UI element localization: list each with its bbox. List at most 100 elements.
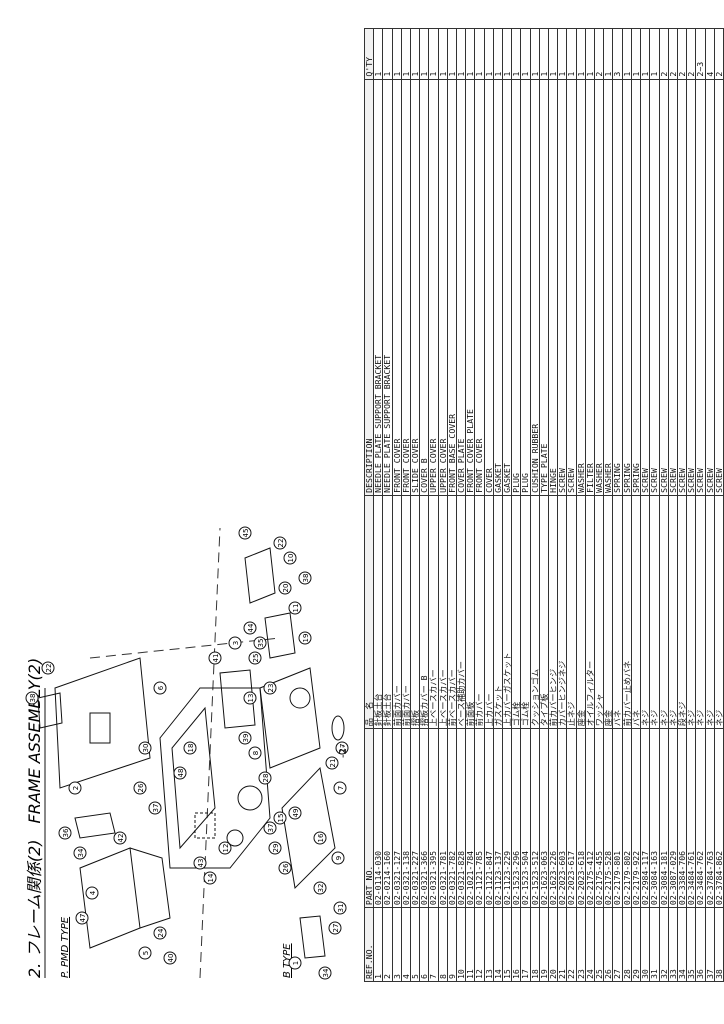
cell-qty: 1 — [530, 28, 540, 80]
callout-circle — [243, 621, 257, 635]
cell-description: FRONT COVER PLATE — [465, 79, 475, 496]
cell-description: FRONT COVER — [474, 79, 485, 496]
cell-description: SCREW — [659, 79, 669, 496]
cell-ref: 28 — [622, 907, 632, 982]
callout-circle — [313, 831, 327, 845]
callout-label: 34 — [322, 968, 330, 977]
cell-part-no: 02-1021-784 — [465, 728, 475, 908]
cell-qty: 1 — [419, 28, 429, 80]
exploded-drawing: 2. フレーム関係(2) FRAME ASSEMBLY(2) P. PMD TY… — [25, 526, 349, 980]
cell-qty: 1 — [484, 28, 494, 80]
callout-label: 39 — [242, 734, 250, 743]
cell-name-jp: 段ネジ — [677, 495, 687, 729]
cell-ref: 13 — [484, 907, 494, 982]
callout-circle — [278, 861, 292, 875]
cell-description: SCREW — [640, 79, 650, 496]
cell-qty: 1 — [603, 28, 613, 80]
exploded-drawing-region: 2. フレーム関係(2) FRAME ASSEMBLY(2) P. PMD TY… — [20, 518, 350, 988]
cell-description: PLUG — [511, 79, 521, 496]
cell-ref: 26 — [603, 907, 613, 982]
callout-circle — [318, 966, 332, 980]
part-bracket-b — [299, 915, 326, 959]
cell-qty: 1 — [428, 28, 439, 80]
cell-description: FRONT COVER — [401, 79, 411, 496]
cell-name-jp: 前カバー止めバネ — [622, 495, 632, 729]
callout-label: 38 — [29, 694, 37, 703]
callout-label: 14 — [207, 873, 215, 882]
page-title: 2. フレーム関係(2) FRAME ASSEMBLY(2) — [25, 658, 44, 978]
callout-label: 7 — [337, 786, 345, 790]
cell-qty: 2 — [714, 28, 724, 80]
callout-label: 42 — [117, 834, 125, 843]
cell-qty: 1 — [511, 28, 521, 80]
cell-ref: 6 — [419, 907, 429, 982]
callout-label: 11 — [292, 604, 300, 613]
callout-label: 13 — [247, 694, 255, 703]
callout-circle — [248, 651, 262, 665]
part-upper-cover — [281, 766, 336, 890]
cell-part-no: 02-0214-160 — [382, 728, 393, 908]
cell-ref: 29 — [631, 907, 641, 982]
body-hole — [237, 785, 263, 811]
callout-label: 43 — [197, 859, 205, 868]
cell-ref: 15 — [502, 907, 512, 982]
callout-label: 26 — [282, 863, 290, 872]
cell-part-no: 02-3484-761 — [686, 728, 696, 908]
callout-label: 30 — [142, 744, 150, 753]
header-qty: Q'TY — [364, 28, 374, 80]
cell-ref: 25 — [594, 907, 604, 982]
cell-qty: 2~3 — [695, 28, 706, 80]
cell-part-no: 02-2175-455 — [594, 728, 604, 908]
cell-part-no: 02-2023-617 — [566, 728, 577, 908]
cell-qty: 1 — [410, 28, 420, 80]
cell-name-jp: 前面カバー — [392, 495, 402, 729]
cell-qty: 1 — [649, 28, 659, 80]
callout-label: 18 — [187, 744, 195, 753]
cell-description: CUSHION RUBBER — [530, 79, 540, 496]
cell-name-jp: 摺板カバー B — [419, 495, 429, 729]
callout-label: 9 — [335, 856, 343, 860]
callout-circle — [258, 771, 272, 785]
callout-circle — [283, 551, 297, 565]
cell-description: PLUG — [520, 79, 531, 496]
cell-description: WASHER — [594, 79, 604, 496]
cell-part-no: 02-2179-922 — [631, 728, 641, 908]
cell-name-jp: ネジ — [705, 495, 715, 729]
callout-circle — [268, 841, 282, 855]
callout-circle — [288, 806, 302, 820]
cell-ref: 35 — [686, 907, 696, 982]
cell-name-jp: クッションゴム — [530, 495, 540, 729]
cell-part-no: 02-1121-847 — [484, 728, 494, 908]
cell-description: SPRING — [612, 79, 623, 496]
header-ref: REF.NO. — [364, 907, 374, 982]
cell-part-no: 02-2179-801 — [612, 728, 623, 908]
header-name-jp: 品 名 — [364, 495, 374, 729]
callout-label: 38 — [302, 574, 310, 583]
cell-name-jp: ネジ — [640, 495, 650, 729]
cell-part-no: 02-2179-802 — [622, 728, 632, 908]
callout-label: 45 — [242, 529, 250, 538]
part-plate-window — [89, 712, 111, 744]
header-description: DESCRIPTION — [364, 79, 374, 496]
callout-circle — [248, 746, 262, 760]
callout-circle — [253, 636, 267, 650]
cell-qty: 1 — [456, 28, 466, 80]
callout-circle — [85, 886, 99, 900]
callout-circle — [113, 831, 127, 845]
callout-circle — [208, 651, 222, 665]
cell-qty: 1 — [392, 28, 402, 80]
cell-description: WASHER — [603, 79, 613, 496]
cell-description: GASKET — [493, 79, 503, 496]
cell-part-no: 02-1623-226 — [548, 728, 558, 908]
